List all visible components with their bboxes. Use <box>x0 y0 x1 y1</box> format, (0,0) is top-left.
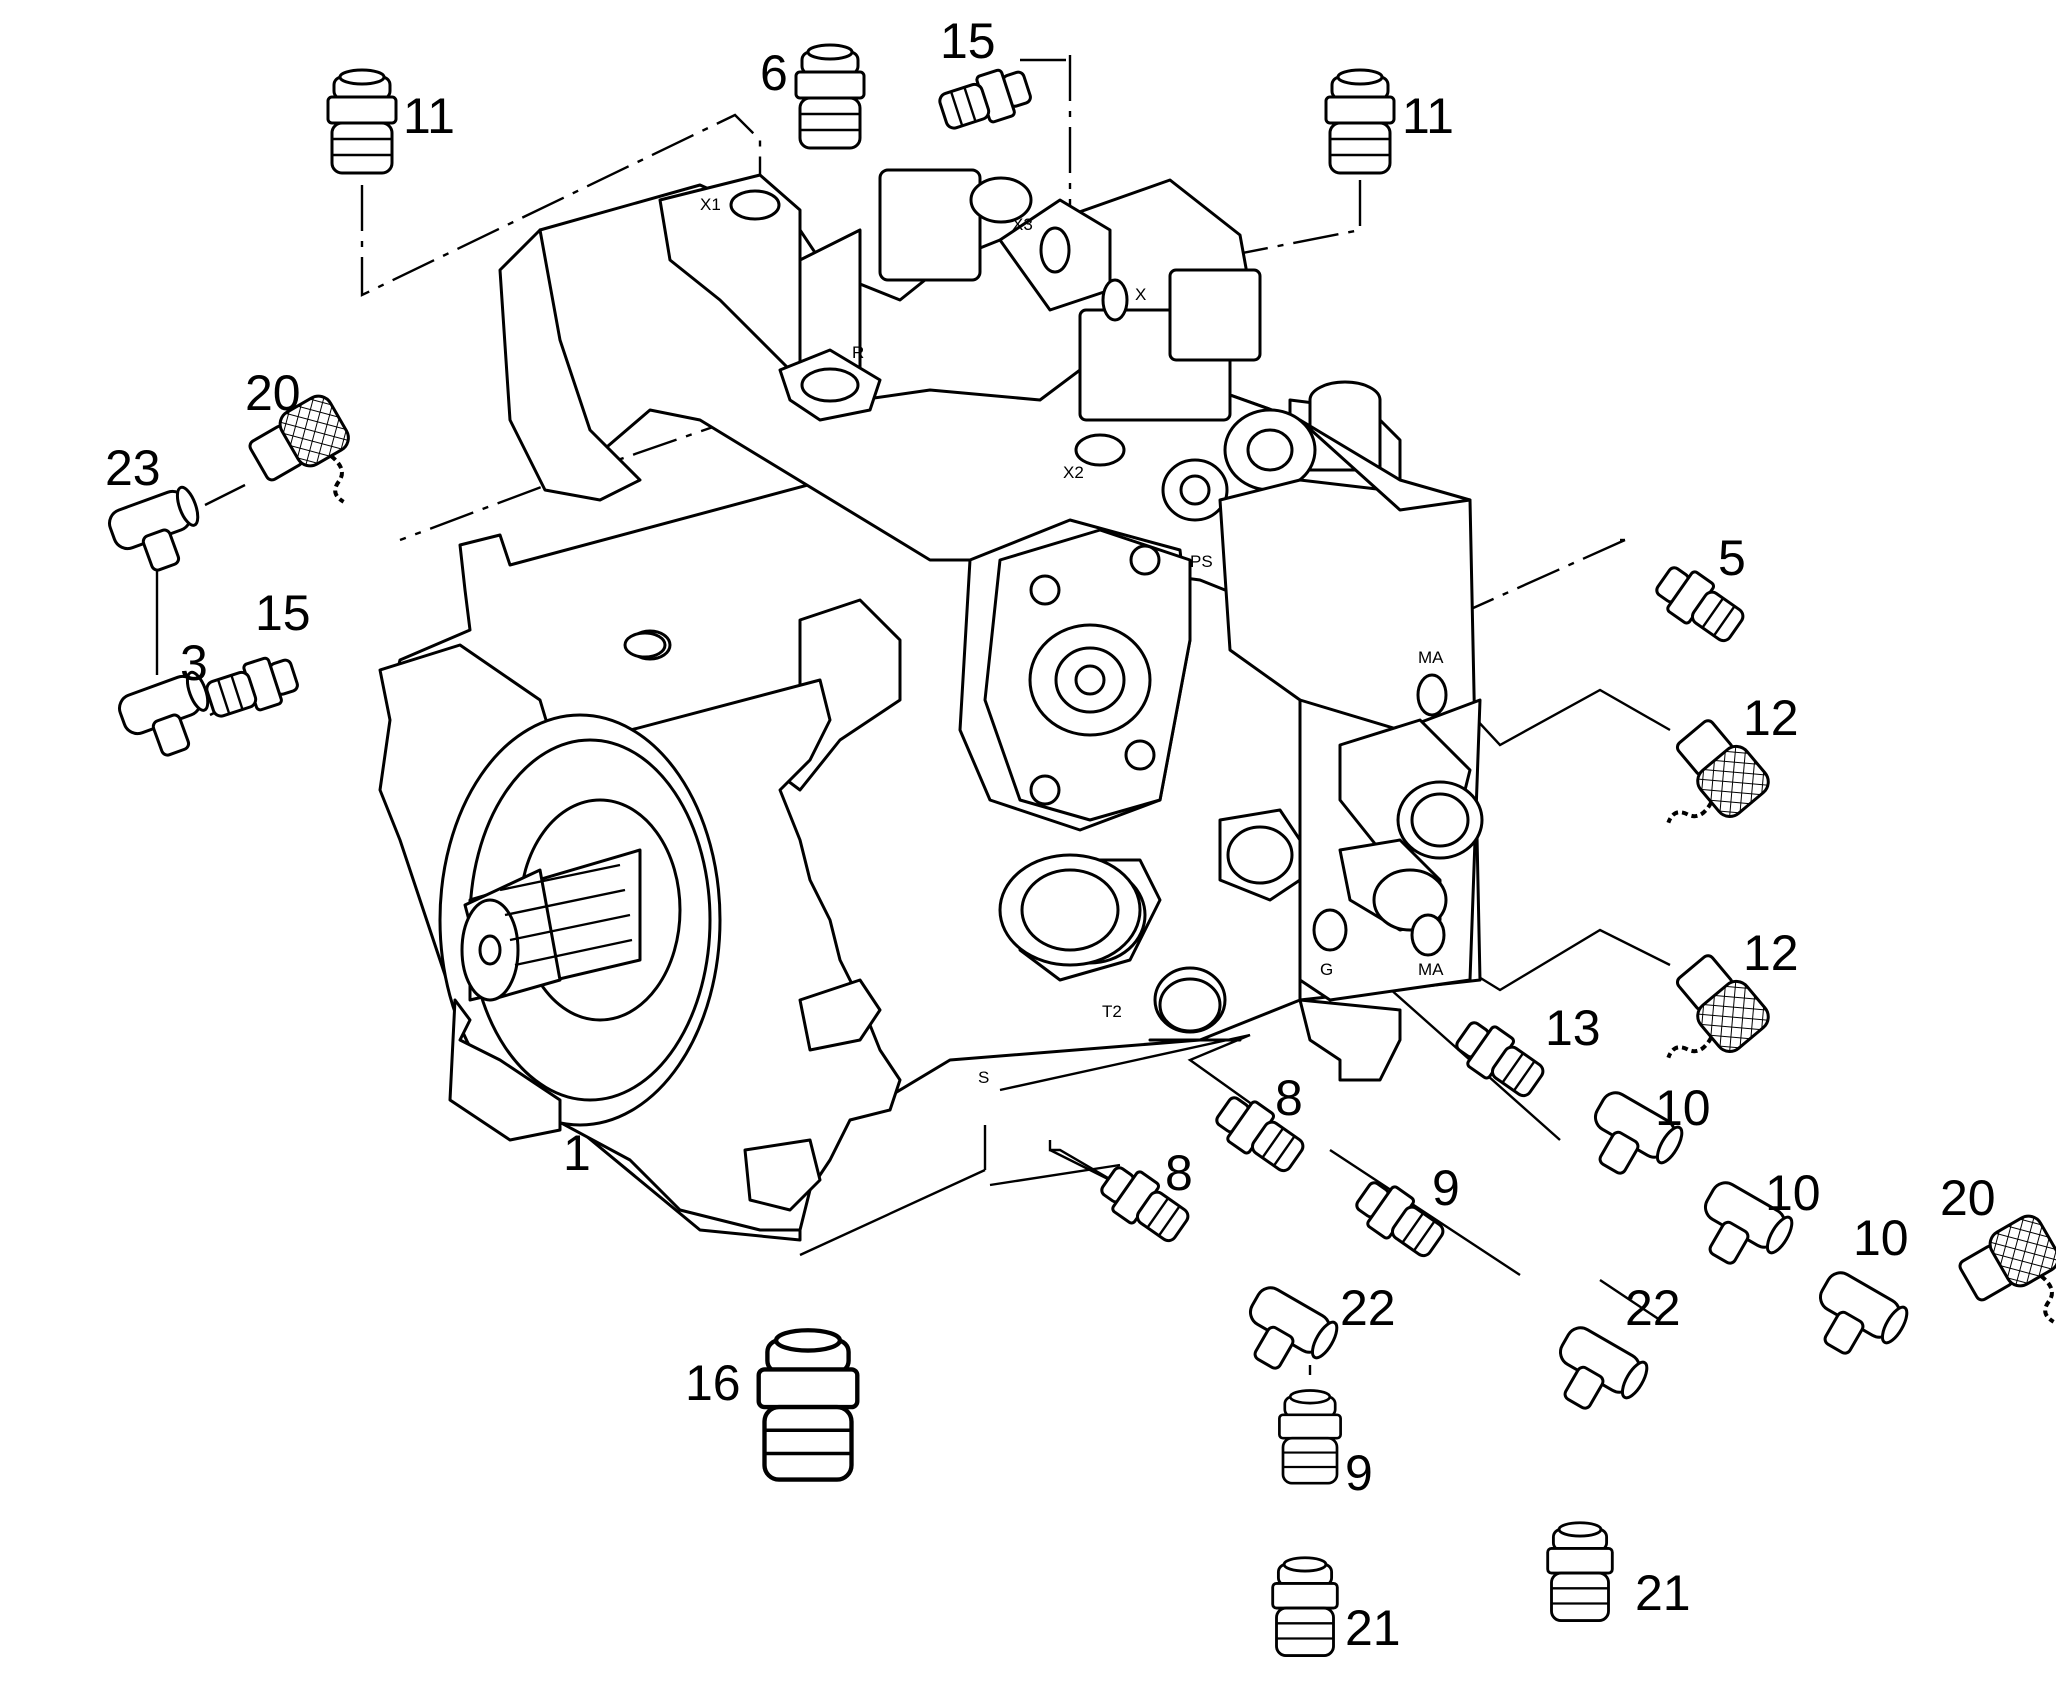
cap-20-right <box>1951 1209 2056 1351</box>
port-label-x2: X2 <box>1063 463 1084 482</box>
callout-8-upper: 8 <box>1275 1070 1303 1126</box>
callout-10-second: 10 <box>1765 1165 1821 1221</box>
callout-6: 6 <box>760 45 788 101</box>
callout-16: 16 <box>685 1355 741 1411</box>
port-label-x: X <box>1135 285 1146 304</box>
callout-22-left: 22 <box>1340 1280 1396 1336</box>
mounting-flange <box>378 631 1142 1232</box>
callout-20-right: 20 <box>1940 1170 1996 1226</box>
nipple-13 <box>1448 1012 1551 1106</box>
tee-22-right <box>1538 1321 1654 1429</box>
callout-5: 5 <box>1718 530 1746 586</box>
callout-10-third: 10 <box>1853 1210 1909 1266</box>
callout-9-lower: 9 <box>1345 1445 1373 1501</box>
callout-12-upper: 12 <box>1743 690 1799 746</box>
plug-11-left <box>326 68 398 175</box>
callout-21-left: 21 <box>1345 1600 1401 1656</box>
port-label-ma-upper: MA <box>1418 648 1444 667</box>
plug-6 <box>794 43 866 150</box>
plug-21-right <box>1546 1521 1614 1623</box>
port-label-g: G <box>1320 960 1333 979</box>
port-label-ps: PS <box>1190 552 1213 571</box>
callout-11-right: 11 <box>1402 88 1454 144</box>
callout-20-left: 20 <box>245 365 301 421</box>
callout-23: 23 <box>105 440 161 496</box>
port-label-t2: T2 <box>1102 1002 1122 1021</box>
tee-10-third <box>1798 1266 1914 1374</box>
callout-15-top: 15 <box>940 13 996 69</box>
nipple-15-top <box>934 61 1036 138</box>
callout-15-left: 15 <box>255 585 311 641</box>
port-label-x3: X3 <box>1012 215 1033 234</box>
port-label-ma-lower: MA <box>1418 960 1444 979</box>
callout-10-first: 10 <box>1655 1080 1711 1136</box>
nipple-15-left <box>201 649 303 726</box>
tee-22-left <box>1228 1281 1344 1389</box>
callout-8-lower: 8 <box>1165 1145 1193 1201</box>
plug-9-lower <box>1278 1389 1342 1485</box>
callout-9-upper: 9 <box>1432 1160 1460 1216</box>
port-label-x1: X1 <box>700 195 721 214</box>
plug-16 <box>759 1330 858 1479</box>
port-label-r: R <box>852 343 864 362</box>
callout-11-left: 11 <box>403 88 455 144</box>
port-label-s: S <box>978 1068 989 1087</box>
callout-21-right: 21 <box>1635 1565 1691 1621</box>
tee-23 <box>104 483 214 583</box>
plug-11-right <box>1324 68 1396 175</box>
callout-12-lower: 12 <box>1743 925 1799 981</box>
callout-1: 1 <box>563 1125 591 1181</box>
callout-22-right: 22 <box>1625 1280 1681 1336</box>
callout-3: 3 <box>180 635 208 691</box>
callout-13: 13 <box>1545 1000 1601 1056</box>
plug-21-left <box>1271 1556 1339 1658</box>
